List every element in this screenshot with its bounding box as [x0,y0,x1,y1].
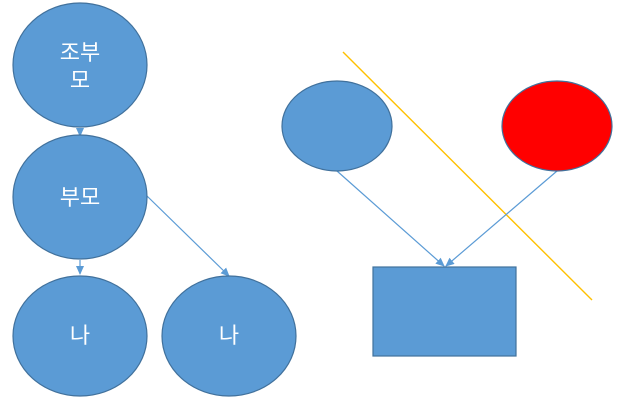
node-parent: 부모 [12,134,148,260]
divider-line [342,51,593,301]
red-ellipse [501,80,613,172]
node-grandparent-label-line1: 조부 [60,41,100,66]
node-child-right: 나 [161,275,297,397]
target-box [372,266,517,357]
blue-ellipse [281,80,393,172]
node-parent-label: 부모 [60,186,100,211]
node-grandparent: 조부 모 [12,2,148,128]
node-child-left-label: 나 [70,324,90,349]
edge-blue-ellipse-to-box [336,170,445,267]
node-child-left: 나 [12,275,148,397]
node-grandparent-label-line2: 모 [70,69,90,94]
edge-parent-to-child-right [146,195,230,277]
edge-red-ellipse-to-box [445,170,558,267]
node-child-right-label: 나 [219,324,239,349]
